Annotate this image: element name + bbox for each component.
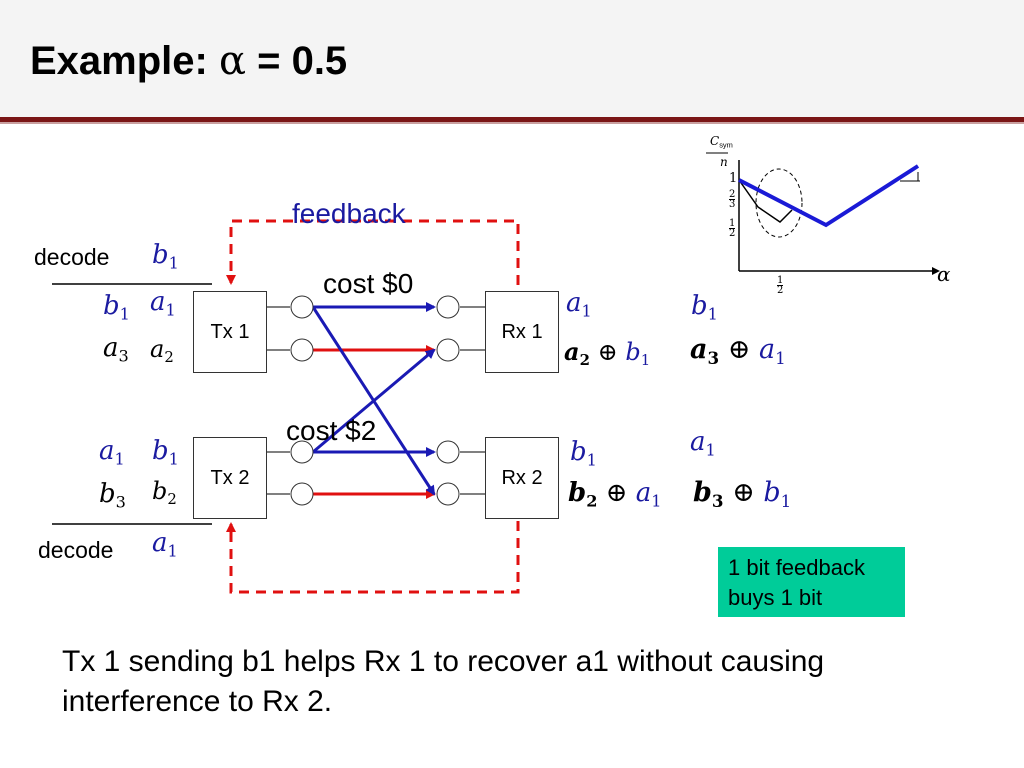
rx1-node-bottom <box>436 338 460 362</box>
rx2-label: Rx 2 <box>501 466 543 489</box>
rx1-label: Rx 1 <box>501 320 543 343</box>
rx2-box: Rx 2 <box>485 437 559 519</box>
inset-y-label-den: n <box>720 155 728 169</box>
tx2-label: Tx 2 <box>210 466 250 489</box>
feedback-label: feedback <box>292 198 406 229</box>
symbol-a1-tx2: a1 <box>99 436 125 469</box>
tx1-node-bottom <box>290 338 314 362</box>
rx1-symbol-a2-xor-b1: a2 ⊕ b1 <box>564 337 651 370</box>
feedback-note-box: 1 bit feedback buys 1 bit <box>718 547 905 617</box>
rx2-later-b3-xor-b1: b3 ⊕ b1 <box>693 477 792 511</box>
rx1-later-b1: b1 <box>691 291 718 324</box>
rx1-node-top <box>436 295 460 319</box>
cost0-label: cost $0 <box>323 268 414 299</box>
inset-y-label-num: Csym <box>710 134 733 150</box>
decode-label-top: decode <box>34 244 110 270</box>
symbol-a1-tx1: a1 <box>150 287 176 320</box>
symbol-b1-tx2: b1 <box>152 436 179 469</box>
tx2-node-top <box>290 440 314 464</box>
decode-label-bottom: decode <box>38 537 114 563</box>
rx2-node-bottom <box>436 482 460 506</box>
symbol-decoded-b1-top: b1 <box>152 240 179 273</box>
tx2-node-bottom <box>290 482 314 506</box>
symbol-b2-tx2: b2 <box>152 477 177 509</box>
symbol-a2-tx1: a2 <box>150 335 174 367</box>
feedback-loop-top <box>226 219 520 285</box>
cost2-label: cost $2 <box>286 415 377 446</box>
tx1-label: Tx 1 <box>210 320 250 343</box>
tx1-node-top <box>290 295 314 319</box>
rx2-node-top <box>436 440 460 464</box>
title-prefix: Example: <box>30 39 219 83</box>
rx1-box: Rx 1 <box>485 291 559 373</box>
inset-y-tick-1: 1 <box>729 171 738 186</box>
slide-caption: Tx 1 sending b1 helps Rx 1 to recover a1… <box>62 642 962 722</box>
tx1-box: Tx 1 <box>193 291 267 373</box>
symbol-decoded-a1-bottom: a1 <box>152 528 178 561</box>
title-suffix: = 0.5 <box>245 39 348 83</box>
rx1-symbol-a1: a1 <box>566 288 592 321</box>
link-tx2-cross-rx1 <box>312 348 436 454</box>
symbol-a3-tx1: a3 <box>103 333 129 366</box>
title-divider <box>0 117 1024 122</box>
feedback-loop-bottom <box>226 521 520 594</box>
title-divider-shadow <box>0 122 1024 124</box>
rx2-symbol-b2-xor-a1: b2 ⊕ a1 <box>568 478 662 511</box>
rx2-symbol-b1: b1 <box>570 437 597 470</box>
caption-line-2: interference to Rx 2. <box>62 685 333 718</box>
rx2-later-a1: a1 <box>690 427 716 460</box>
caption-line-1: Tx 1 sending b1 helps Rx 1 to recover a1… <box>62 645 825 678</box>
slide-title: Example: α = 0.5 <box>30 38 347 84</box>
note-line-1: 1 bit feedback <box>728 555 865 580</box>
tx2-box: Tx 2 <box>193 437 267 519</box>
title-alpha-symbol: α <box>218 38 246 84</box>
inset-x-label-alpha: α <box>937 262 951 286</box>
rx1-later-a3-xor-a1: a3 ⊕ a1 <box>690 334 786 368</box>
slide-header <box>0 0 1024 117</box>
symbol-b1-tx1: b1 <box>103 291 130 324</box>
note-line-2: buys 1 bit <box>728 585 823 610</box>
symbol-b3-tx2: b3 <box>99 479 126 512</box>
